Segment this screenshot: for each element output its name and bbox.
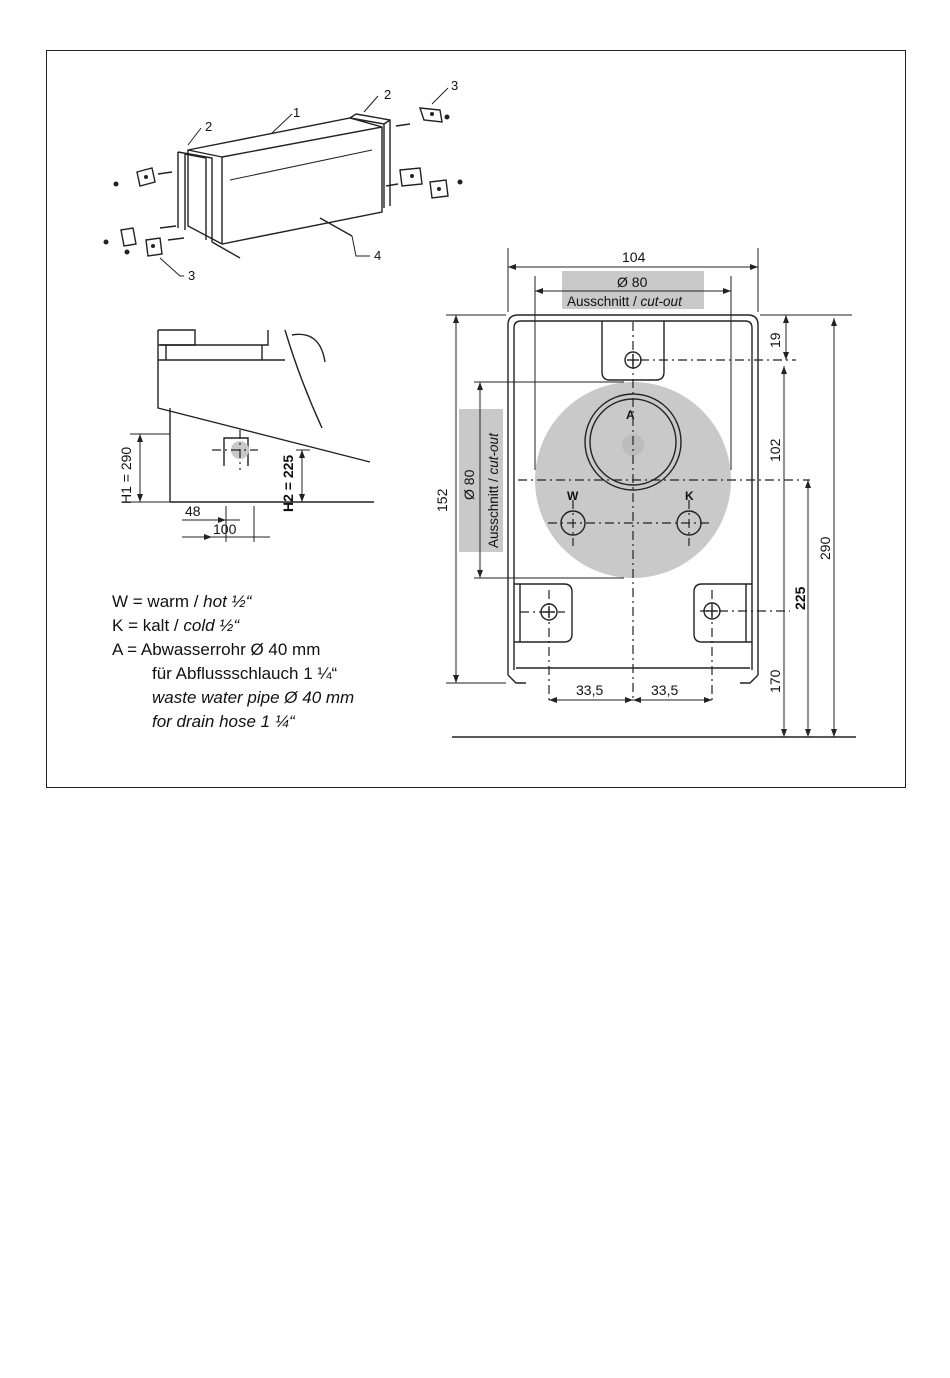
mounting-angle-right-bottom — [386, 168, 448, 198]
dim-h1: H1 = 290 — [118, 447, 134, 504]
cutout-label-h: Ausschnitt / cut-out — [567, 294, 683, 309]
part-number-2: 2 — [384, 87, 391, 102]
housing-box — [188, 118, 382, 244]
side-view: H1 = 290 H2 = 225 48 100 — [118, 330, 374, 542]
dim-19: 19 — [767, 332, 783, 348]
mounting-angle-left-bottom — [121, 226, 184, 256]
bracket-left — [178, 152, 212, 242]
legend-drain-hose: für Abflussschlauch 1 ¼“ — [112, 662, 354, 686]
dim-h2: H2 = 225 — [280, 455, 296, 512]
dim-dia-80-h: Ø 80 — [617, 274, 648, 290]
nut — [104, 240, 109, 245]
nut — [458, 180, 463, 185]
bottom-tab-right — [694, 584, 752, 642]
mounting-angle-left-top — [137, 168, 172, 186]
legend-drain: A = Abwasserrohr Ø 40 mm — [112, 638, 354, 662]
dim-290: 290 — [817, 536, 833, 560]
bracket-right — [350, 114, 390, 208]
bottom-tab-left — [514, 584, 572, 642]
dim-102: 102 — [767, 438, 783, 462]
part-number-4: 4 — [374, 248, 381, 263]
part-number-1: 1 — [293, 105, 300, 120]
dim-height-152: 152 — [434, 488, 450, 512]
legend-drain-hose-en: for drain hose 1 ¼“ — [112, 710, 354, 734]
cutout-label-v: Ausschnitt / cut-out — [486, 432, 501, 548]
label-drain-a: A — [626, 408, 635, 422]
legend-warm: W = warm / hot ½“ — [112, 590, 354, 614]
legend-cold: K = kalt / cold ½“ — [112, 614, 354, 638]
dim-225: 225 — [792, 586, 808, 610]
dim-48: 48 — [185, 503, 201, 519]
front-view: A W K 104 — [434, 248, 856, 737]
part-number-3: 3 — [451, 78, 458, 93]
dim-dia-80-v: Ø 80 — [461, 469, 477, 500]
legend-drain-en: waste water pipe Ø 40 mm — [112, 686, 354, 710]
dim-170: 170 — [767, 669, 783, 693]
mounting-angle-right-top — [396, 108, 442, 126]
dim-100: 100 — [213, 521, 237, 537]
exploded-view: 1 2 2 3 3 4 — [104, 78, 463, 283]
nut — [445, 115, 450, 120]
part-number-3: 3 — [188, 268, 195, 283]
nut — [125, 250, 130, 255]
part-number-2: 2 — [205, 119, 212, 134]
dim-33-5-left: 33,5 — [576, 682, 603, 698]
nut — [114, 182, 119, 187]
dim-width-104: 104 — [622, 249, 646, 265]
dim-33-5-right: 33,5 — [651, 682, 678, 698]
legend: W = warm / hot ½“ K = kalt / cold ½“ A =… — [112, 590, 354, 734]
